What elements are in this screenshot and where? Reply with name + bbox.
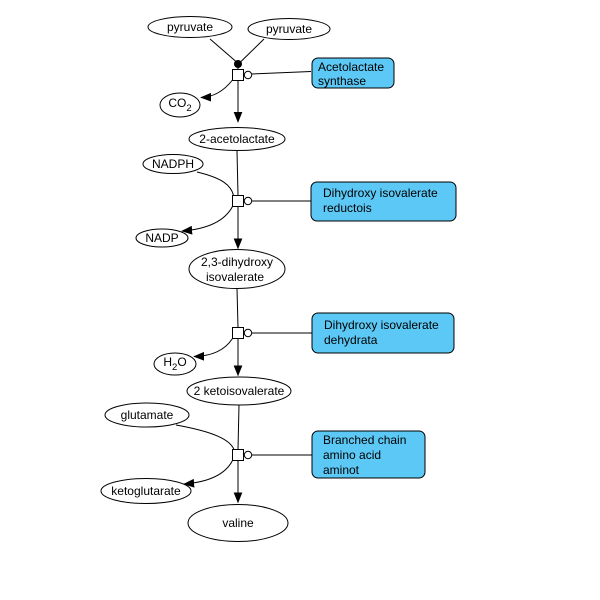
label-valine: valine: [222, 516, 254, 530]
metabolite-pyruvate-1[interactable]: [147, 16, 233, 38]
edge-dihydroxyisovalerate-to-reaction3: [236, 288, 239, 328]
edge-enzyme1-to-reaction1: [251, 71, 312, 75]
label-2-ketoisovalerate: 2 ketoisovalerate: [194, 384, 285, 398]
label-branched-chain-line2: amino acid: [323, 448, 381, 462]
reaction-node-4[interactable]: [232, 449, 244, 461]
edge-nadph-to-reaction2: [196, 171, 234, 196]
modifier-port-4[interactable]: [243, 450, 253, 460]
metabolite-pyruvate-2[interactable]: [247, 18, 331, 40]
label-co2: CO2: [168, 96, 191, 114]
label-h2o: H2O: [163, 355, 186, 373]
modifier-port-3[interactable]: [243, 328, 253, 338]
metabolite-2-acetolactate[interactable]: [188, 127, 286, 151]
edge-reaction2-to-nadp: [181, 206, 233, 235]
substrate-junction-dot: [234, 60, 242, 68]
metabolite-2-ketoisovalerate[interactable]: [186, 376, 292, 406]
edge-reaction3-to-h2o: [193, 338, 233, 361]
edge-reaction1-to-co2: [200, 79, 233, 102]
label-glutamate: glutamate: [121, 408, 174, 422]
modifier-port-1[interactable]: [243, 70, 253, 80]
reaction-node-1[interactable]: [232, 69, 244, 81]
metabolite-co2[interactable]: [159, 92, 201, 118]
metabolite-glutamate[interactable]: [104, 402, 190, 428]
label-dehydrata-line2: dehydrata: [324, 333, 378, 347]
enzyme-box-dihydroxy-isovalerate-reductois[interactable]: [310, 181, 457, 222]
label-nadp: NADP: [145, 231, 178, 245]
enzyme-box-branched-chain-aminotransferase[interactable]: [311, 430, 426, 479]
label-2-acetolactate: 2-acetolactate: [199, 132, 275, 146]
metabolite-nadp[interactable]: [135, 228, 189, 248]
reaction-node-2[interactable]: [232, 195, 244, 207]
edge-ketoisovalerate-to-reaction4: [237, 404, 240, 450]
label-nadph: NADPH: [152, 157, 194, 171]
enzyme-box-dihydroxy-isovalerate-dehydrata[interactable]: [311, 312, 455, 354]
label-pyruvate-2: pyruvate: [266, 22, 312, 36]
edge-acetolactate-to-reaction2: [236, 150, 239, 196]
metabolite-nadph[interactable]: [142, 154, 204, 174]
label-branched-chain-line3: aminot: [323, 463, 360, 477]
label-pyruvate-1: pyruvate: [167, 20, 213, 34]
reaction-node-3[interactable]: [232, 327, 244, 339]
metabolite-23-dihydroxy-isovalerate[interactable]: [188, 249, 286, 289]
label-dihydroxy-isovalerate-line1: 2,3-dihydroxy: [201, 255, 273, 269]
label-reductois-line1: Dihydroxy isovalerate: [323, 186, 438, 200]
edge-glutamate-to-reaction4: [175, 424, 235, 450]
metabolite-ketoglutarate[interactable]: [100, 478, 192, 504]
edge-pyruvate1-to-reaction1: [209, 38, 237, 62]
edge-reaction4-to-ketoglutarate: [183, 460, 233, 488]
label-dehydrata-line1: Dihydroxy isovalerate: [324, 318, 439, 332]
edge-pyruvate2-to-reaction1: [240, 38, 265, 62]
metabolite-h2o[interactable]: [153, 352, 197, 376]
label-acetolactate-synthase-line1: Acetolactate: [318, 60, 384, 74]
label-branched-chain-line1: Branched chain: [323, 433, 406, 447]
label-dihydroxy-isovalerate-line2: isovalerate: [206, 270, 264, 284]
label-reductois-line2: reductois: [323, 201, 372, 215]
label-acetolactate-synthase-line2: synthase: [318, 74, 366, 88]
enzyme-box-acetolactate-synthase[interactable]: [311, 57, 395, 89]
metabolite-valine[interactable]: [187, 504, 289, 542]
modifier-port-2[interactable]: [243, 196, 253, 206]
label-ketoglutarate: ketoglutarate: [111, 484, 181, 498]
